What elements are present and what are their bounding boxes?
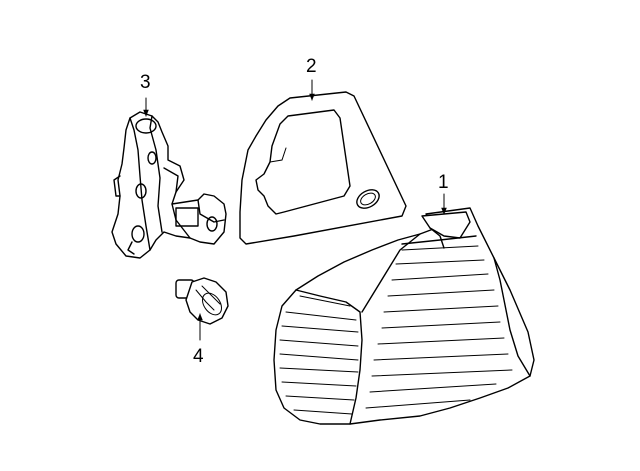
gasket-part <box>239 91 407 245</box>
bulb-part <box>175 277 229 325</box>
callout-label-3: 3 <box>140 72 151 93</box>
callout-label-2: 2 <box>306 56 317 77</box>
bulb-holder-part <box>111 111 227 259</box>
callout-label-4: 4 <box>193 346 204 367</box>
callout-label-1: 1 <box>438 172 449 193</box>
tail-lamp-part <box>273 207 535 425</box>
